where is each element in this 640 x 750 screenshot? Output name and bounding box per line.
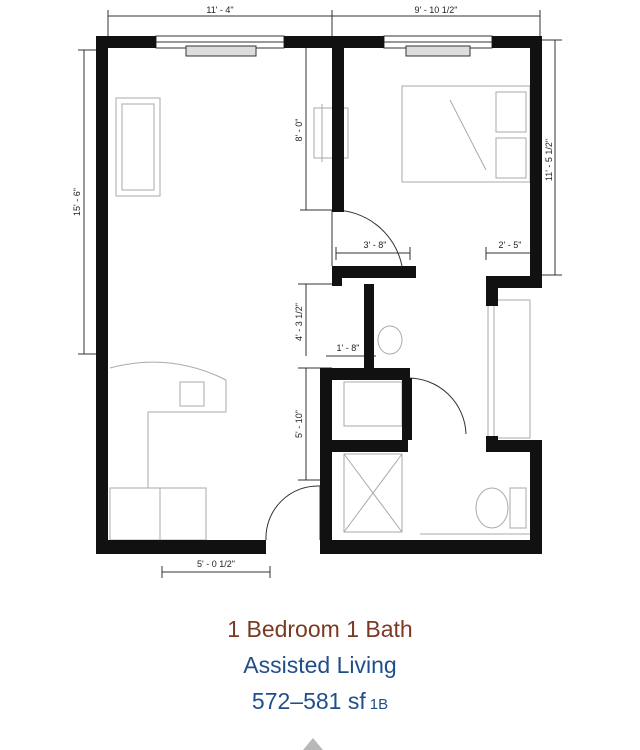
plan-subtitle: Assisted Living xyxy=(243,652,397,678)
dim-living-width: 11' - 4" xyxy=(206,5,233,15)
scroll-up-chevron-icon[interactable] xyxy=(303,738,323,750)
dim-bath-hall-depth: 5' - 10" xyxy=(294,410,304,438)
dim-linen-width: 1' - 8" xyxy=(337,343,360,353)
floor-plan: 11' - 4" 9' - 10 1/2" 15' - 6" 11' - 5 1… xyxy=(72,5,562,578)
dim-living-depth: 15' - 6" xyxy=(72,188,82,216)
dim-bedroom-width: 9' - 10 1/2" xyxy=(415,5,458,15)
dim-dining-depth: 8' - 0" xyxy=(294,119,304,142)
plan-code: 1B xyxy=(369,696,389,713)
windows xyxy=(155,35,493,57)
dim-bedroom-depth: 11' - 5 1/2" xyxy=(544,139,554,181)
plan-title: 1 Bedroom 1 Bath xyxy=(227,616,413,642)
dim-linen-depth: 4' - 3 1/2" xyxy=(294,303,304,341)
furniture xyxy=(109,85,531,541)
dimension-labels: 11' - 4" 9' - 10 1/2" 15' - 6" 11' - 5 1… xyxy=(72,5,554,569)
walls xyxy=(96,36,542,554)
dim-closet-width: 2' - 5" xyxy=(499,240,522,250)
dim-entry-width: 5' - 0 1/2" xyxy=(197,559,235,569)
plan-area-value: 572–581 sf xyxy=(251,688,366,714)
dim-hall-door: 3' - 8" xyxy=(364,240,387,250)
